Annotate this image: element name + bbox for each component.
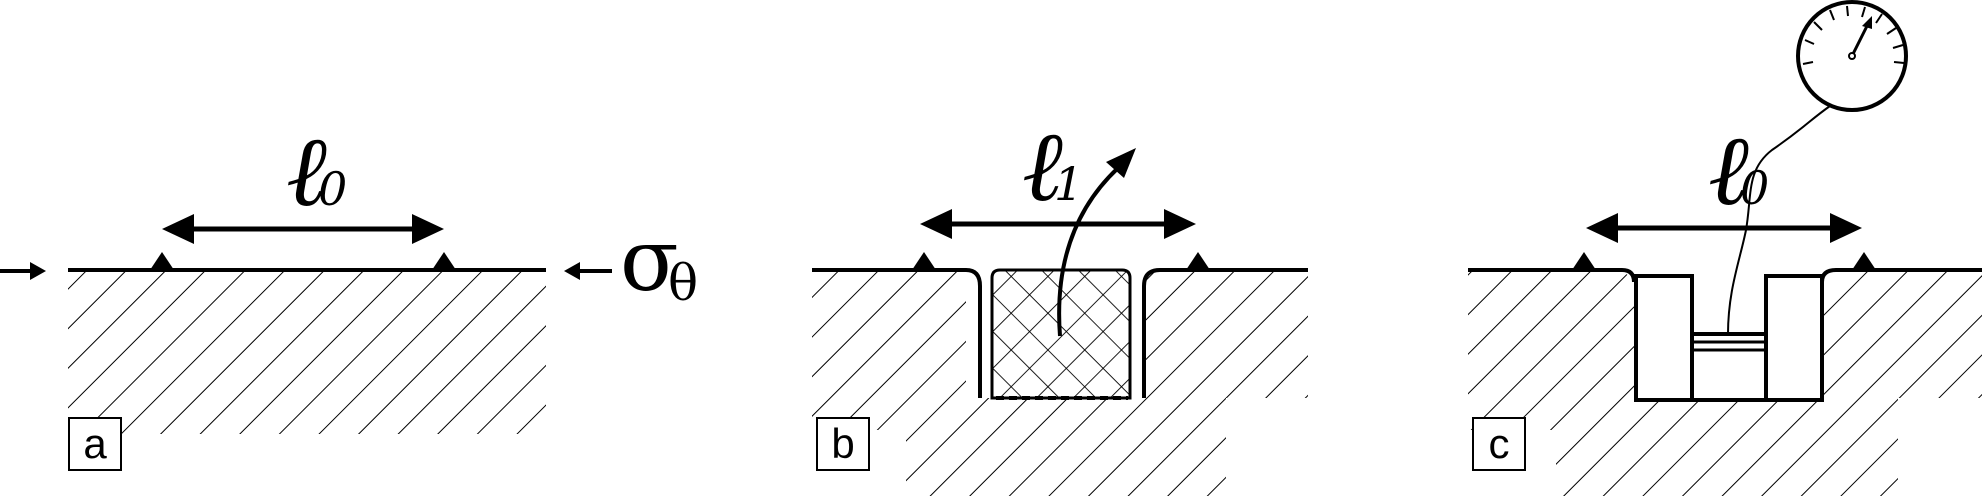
panel-a: ℓ 0 σ θ a [0,115,698,471]
length-arrow-b [920,209,1196,239]
reference-pin-marker [150,252,174,270]
panel-label-box-b [816,417,870,471]
length-arrow-a [162,214,444,244]
length-label-c: ℓ [1708,114,1749,228]
reference-pin-marker [1186,252,1210,270]
gauge-needle [1850,23,1870,57]
rock-mass-a [68,272,546,434]
stress-subscript: θ [668,254,698,312]
length-arrow-c [1586,213,1862,243]
panel-label-a: a [83,420,107,467]
panel-label-b: b [831,420,854,467]
surface-line-b-left [812,268,982,398]
surface-line-b-right [1142,268,1308,398]
length-subscript-c: 0 [1740,161,1769,215]
relief-arrowhead-b [1106,148,1136,178]
panel-label-box-a [68,417,122,471]
reference-pin-marker [432,252,456,270]
reference-pin-marker [912,252,936,270]
rock-mass-c [1468,272,1982,496]
stress-label: σ [620,211,679,311]
length-label-a: ℓ [286,115,327,229]
reference-pin-marker [1572,252,1596,270]
gauge-cable [1727,105,1831,335]
panel-label-box-c [1472,417,1526,471]
relief-arrow-b [1057,166,1120,337]
gauge-icon [1796,0,1908,112]
reference-pin-marker [1852,252,1876,270]
stress-arrow-right [564,262,612,280]
length-subscript-b: 1 [1054,157,1083,211]
stress-arrow-left [0,262,46,280]
length-label-b: ℓ [1022,110,1063,224]
length-subscript-a: 0 [318,162,347,216]
rock-mass-b [812,272,1308,496]
surface-line-c-left [1468,268,1636,283]
panel-label-c: c [1489,420,1510,467]
panel-b: ℓ 1 b [812,110,1308,496]
pressure-cell [1634,274,1824,402]
panel-c: ℓ 0 c [1468,0,1982,496]
